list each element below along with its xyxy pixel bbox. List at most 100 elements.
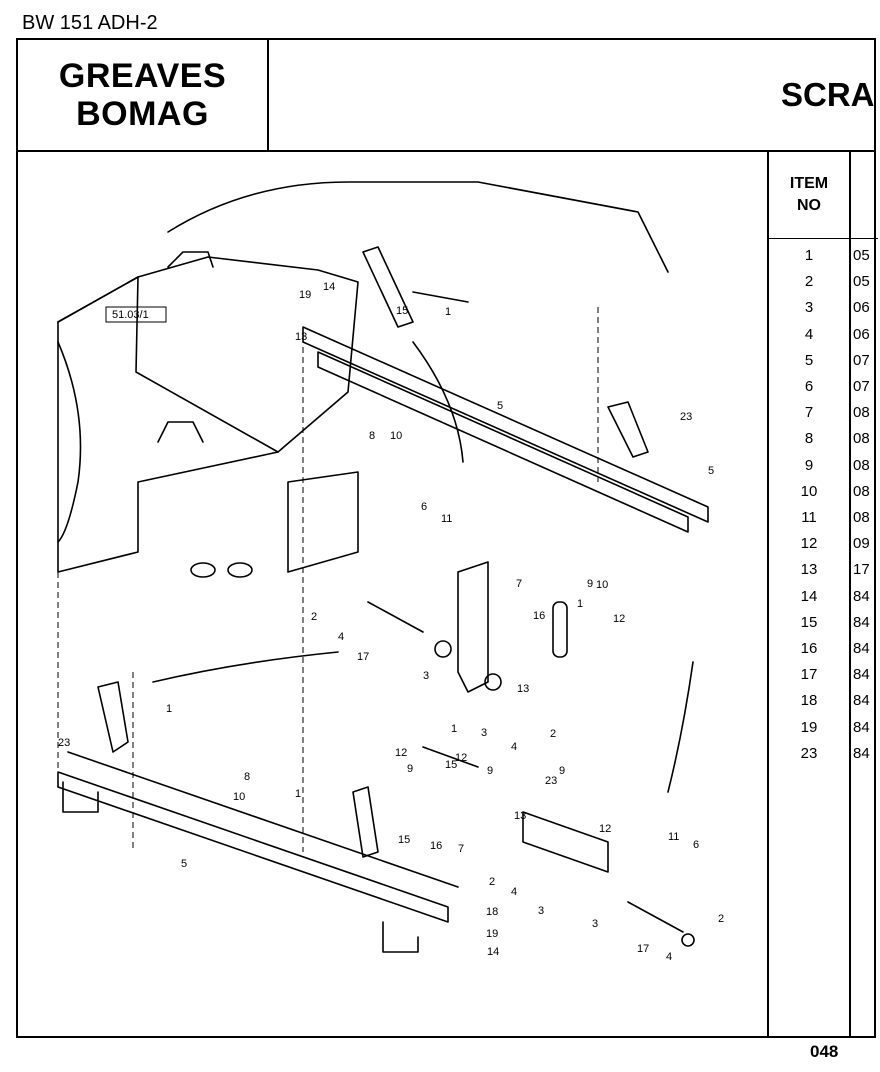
callout-label: 3 bbox=[481, 727, 487, 739]
callout-label: 9 bbox=[487, 765, 493, 777]
callout-label: 13 bbox=[514, 810, 526, 822]
brand-block: GREAVES BOMAG bbox=[18, 40, 269, 150]
part-number: 08 bbox=[853, 456, 870, 474]
item-number: 10 bbox=[800, 482, 818, 500]
part-number: 08 bbox=[853, 404, 870, 422]
item-number: 14 bbox=[800, 587, 818, 605]
frame-edges bbox=[57, 276, 279, 453]
callout-label: 15 bbox=[396, 305, 408, 317]
part-number: 84 bbox=[853, 613, 870, 631]
callout-label: 11 bbox=[441, 513, 452, 525]
callout-label: 12 bbox=[395, 747, 407, 759]
callout-label: 17 bbox=[637, 943, 649, 955]
lower-arm-mid bbox=[352, 786, 379, 858]
parts-table-header-rule bbox=[769, 238, 878, 239]
part-number: 08 bbox=[853, 430, 870, 448]
item-number: 2 bbox=[804, 273, 814, 291]
frame-bracket bbox=[157, 421, 204, 443]
callout-label: 3 bbox=[538, 905, 544, 917]
item-number: 16 bbox=[800, 640, 818, 657]
callout-label: 10 bbox=[596, 579, 608, 591]
callout-label: 16 bbox=[533, 610, 545, 622]
item-number: 1 bbox=[804, 247, 814, 264]
callout-label: 11 bbox=[668, 831, 679, 843]
callout-label: 1 bbox=[451, 723, 457, 735]
callout-label: 4 bbox=[511, 741, 517, 753]
callout-label: 1 bbox=[295, 788, 301, 800]
callout-label: 7 bbox=[458, 843, 464, 855]
upper-scraper-blade bbox=[317, 351, 689, 533]
document-code: BW 151 ADH-2 bbox=[22, 12, 158, 34]
callout-label: 8 bbox=[369, 430, 375, 442]
item-number: 17 bbox=[800, 666, 818, 684]
middle-arm bbox=[457, 561, 489, 693]
callout-label: 9 bbox=[559, 765, 565, 777]
callout-label: 6 bbox=[693, 839, 699, 851]
brand-line-1: GREAVES bbox=[58, 57, 227, 95]
callout-label: 2 bbox=[489, 876, 495, 888]
lower-bracket-right bbox=[382, 921, 419, 953]
title-block: GREAVES BOMAG SCRA bbox=[18, 40, 875, 152]
callout-label: 3 bbox=[423, 670, 429, 682]
reference-box bbox=[105, 306, 167, 323]
header-no: NO bbox=[797, 197, 821, 214]
callout-label: 12 bbox=[599, 823, 611, 835]
part-number: 84 bbox=[853, 640, 870, 657]
guide-arrow-right bbox=[667, 661, 694, 793]
part-number: 84 bbox=[853, 692, 870, 710]
part-number: 06 bbox=[853, 299, 870, 317]
callout-label: 1 bbox=[445, 306, 451, 318]
frame-window bbox=[287, 471, 359, 573]
callout-label: 12 bbox=[613, 613, 625, 625]
part-number: 09 bbox=[853, 535, 870, 553]
callout-label: 2 bbox=[550, 728, 556, 740]
callout-label: 3 bbox=[592, 918, 598, 930]
table-row: 14 84 bbox=[769, 584, 880, 610]
callout-label: 16 bbox=[430, 840, 442, 852]
upper-scraper-bar bbox=[302, 326, 709, 523]
callout-label: 10 bbox=[233, 791, 245, 803]
item-number: 7 bbox=[804, 404, 814, 422]
callout-label: 5 bbox=[181, 858, 187, 870]
callout-label: 2 bbox=[311, 611, 317, 623]
frame-hole-2 bbox=[227, 562, 253, 578]
exploded-diagram: 51.03/1 bbox=[18, 152, 767, 1038]
callout-label: 5 bbox=[497, 400, 503, 412]
item-number: 12 bbox=[800, 535, 818, 553]
item-number: 19 bbox=[800, 718, 818, 736]
part-number: 05 bbox=[853, 273, 870, 291]
item-number: 4 bbox=[804, 325, 814, 343]
frame-hole-1 bbox=[190, 562, 216, 578]
upper-bracket-left bbox=[362, 246, 414, 328]
callout-label: 9 bbox=[587, 578, 593, 590]
upper-spring bbox=[412, 291, 469, 303]
callout-label: 6 bbox=[421, 501, 427, 513]
callout-label: 5 bbox=[708, 465, 714, 477]
callout-label: 18 bbox=[486, 906, 498, 918]
callout-label: 13 bbox=[295, 331, 307, 343]
part-number: 84 bbox=[853, 587, 870, 605]
callout-label: 8 bbox=[244, 771, 250, 783]
item-number: 11 bbox=[801, 509, 817, 526]
callout-label: 13 bbox=[517, 683, 529, 695]
drawing-frame: GREAVES BOMAG SCRA 51.03/1 bbox=[16, 38, 878, 1038]
reference-box-label: 51.03/1 bbox=[112, 309, 149, 321]
table-row: 7 08 bbox=[769, 400, 880, 426]
lower-link bbox=[422, 746, 479, 768]
lower-scraper-bar bbox=[57, 771, 449, 923]
